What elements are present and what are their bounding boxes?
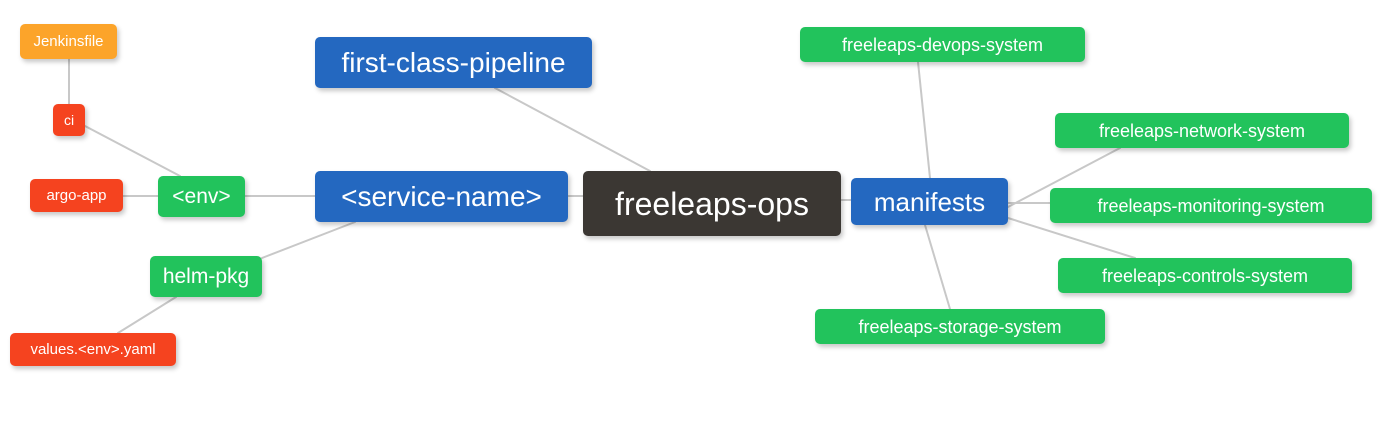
node-manifests[interactable]: manifests (851, 178, 1008, 225)
edge-helmpkg-servicename (261, 221, 356, 259)
edge-manifests-devops (917, 61, 931, 179)
edge-manifests-controls (1007, 217, 1136, 259)
node-label-service-name: <service-name> (341, 180, 542, 212)
node-freeleaps-ops[interactable]: freeleaps-ops (583, 171, 841, 236)
node-label-manifests: manifests (873, 186, 986, 217)
node-label-argo-app: argo-app (46, 187, 107, 204)
node-freeleaps-storage-system[interactable]: freeleaps-storage-system (815, 309, 1105, 344)
edge-ci-env (84, 125, 181, 177)
node-ci[interactable]: ci (53, 104, 85, 136)
node-label-helm-pkg: helm-pkg (162, 265, 250, 288)
node-label-first-class-pipeline: first-class-pipeline (341, 46, 566, 78)
node-label-env: <env> (172, 185, 231, 208)
node-label-freeleaps-controls-system: freeleaps-controls-system (1101, 265, 1309, 286)
node-freeleaps-devops-system[interactable]: freeleaps-devops-system (800, 27, 1085, 62)
node-freeleaps-network-system[interactable]: freeleaps-network-system (1055, 113, 1349, 148)
node-freeleaps-monitoring-system[interactable]: freeleaps-monitoring-system (1050, 188, 1372, 223)
node-freeleaps-controls-system[interactable]: freeleaps-controls-system (1058, 258, 1352, 293)
node-label-values-yaml: values.<env>.yaml (30, 341, 156, 358)
node-label-freeleaps-storage-system: freeleaps-storage-system (858, 316, 1062, 337)
node-label-ci: ci (63, 112, 75, 128)
node-label-freeleaps-devops-system: freeleaps-devops-system (841, 34, 1044, 55)
node-label-freeleaps-ops: freeleaps-ops (615, 185, 809, 222)
edge-manifests-storage (924, 224, 951, 310)
node-jenkinsfile[interactable]: Jenkinsfile (20, 24, 117, 59)
node-helm-pkg[interactable]: helm-pkg (150, 256, 262, 297)
node-label-freeleaps-network-system: freeleaps-network-system (1098, 120, 1306, 141)
node-values-yaml[interactable]: values.<env>.yaml (10, 333, 176, 366)
node-first-class-pipeline[interactable]: first-class-pipeline (315, 37, 592, 88)
edge-valuesyaml-helmpkg (117, 296, 177, 334)
edge-firstclasspipeline-freeleapsops (494, 87, 651, 172)
node-label-jenkinsfile: Jenkinsfile (33, 33, 104, 50)
node-service-name[interactable]: <service-name> (315, 171, 568, 222)
node-argo-app[interactable]: argo-app (30, 179, 123, 212)
node-env[interactable]: <env> (158, 176, 245, 217)
node-label-freeleaps-monitoring-system: freeleaps-monitoring-system (1097, 195, 1325, 216)
